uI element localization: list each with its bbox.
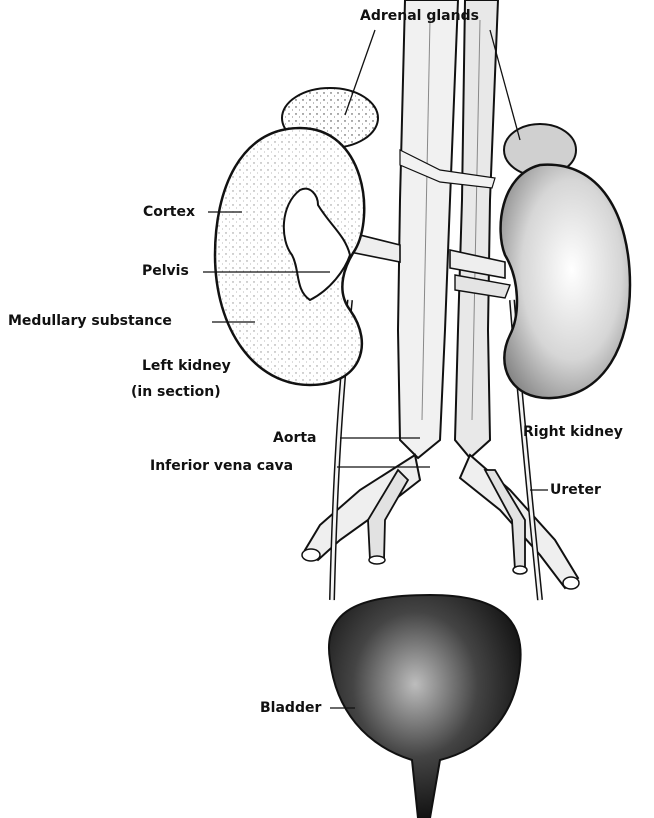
label-aorta: Aorta xyxy=(273,430,317,447)
great-vessels xyxy=(398,0,498,458)
bladder xyxy=(329,595,521,818)
label-adrenal-glands: Adrenal glands xyxy=(360,8,479,25)
label-right-kidney: Right kidney xyxy=(523,424,623,441)
label-medullary-substance: Medullary substance xyxy=(8,313,172,330)
label-inferior-vena-cava: Inferior vena cava xyxy=(150,458,293,475)
label-pelvis: Pelvis xyxy=(142,263,189,280)
label-left-kidney: Left kidney xyxy=(142,358,231,375)
label-bladder: Bladder xyxy=(260,700,321,717)
label-left-kidney-in-section: (in section) xyxy=(131,384,221,401)
label-ureter: Ureter xyxy=(550,482,601,499)
right-kidney xyxy=(501,165,630,398)
label-cortex: Cortex xyxy=(143,204,195,221)
left-kidney xyxy=(215,128,364,385)
